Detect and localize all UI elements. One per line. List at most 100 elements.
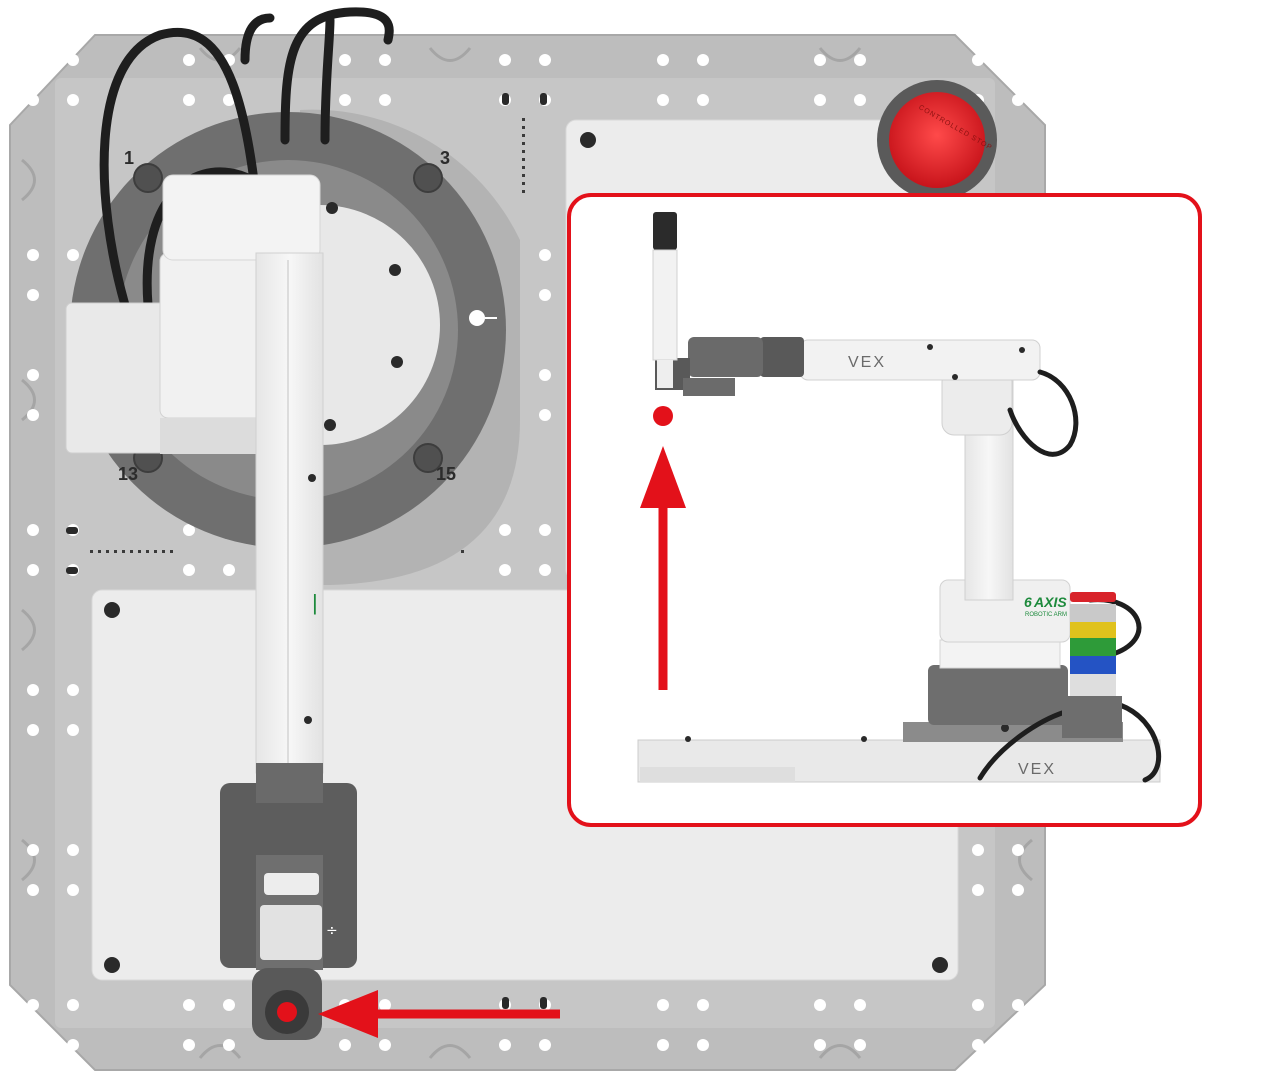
inset-badge-text: AXIS: [1033, 594, 1067, 610]
mounting-hole: [339, 54, 351, 66]
shoulder-cap: [162, 174, 321, 261]
mounting-hole: [379, 94, 391, 106]
side-view-inset: VEX 6 AXIS ROBOTIC ARM VEX: [567, 193, 1202, 827]
tick-dot: [522, 166, 525, 169]
mounting-hole: [1012, 1039, 1024, 1051]
mounting-hole: [27, 564, 39, 576]
mounting-hole: [972, 1039, 984, 1051]
mounting-hole: [223, 999, 235, 1011]
tick-dot: [461, 550, 464, 553]
tick-dot: [522, 150, 525, 153]
mounting-hole: [1012, 844, 1024, 856]
mounting-hole: [972, 884, 984, 896]
mounting-hole: [499, 524, 511, 536]
pointer-arrow-vertical: [640, 446, 686, 690]
mounting-hole: [67, 884, 79, 896]
tick-dot: [98, 550, 101, 553]
mounting-hole: [972, 54, 984, 66]
mounting-hole: [814, 1039, 826, 1051]
mounting-holes: [27, 54, 1024, 1051]
mounting-hole: [854, 999, 866, 1011]
corner-label-3: 3: [440, 148, 450, 168]
tick-dot: [522, 134, 525, 137]
mounting-hole: [539, 54, 551, 66]
mounting-hole: [657, 1039, 669, 1051]
mounting-hole: [854, 54, 866, 66]
arm-accent-mark: |: [312, 590, 318, 615]
mounting-hole: [183, 94, 195, 106]
mounting-hole: [27, 94, 39, 106]
inset-base-brand: VEX: [1018, 761, 1056, 778]
mounting-hole: [183, 524, 195, 536]
mounting-hole: [814, 94, 826, 106]
tick-dot: [170, 550, 173, 553]
mounting-hole: [67, 999, 79, 1011]
mounting-hole: [67, 54, 79, 66]
mounting-hole: [697, 94, 709, 106]
tick-dot: [122, 550, 125, 553]
tick-dot: [154, 550, 157, 553]
mounting-hole: [539, 249, 551, 261]
mounting-hole: [27, 289, 39, 301]
mounting-hole: [67, 94, 79, 106]
corner-label-15: 15: [436, 464, 456, 484]
mounting-hole: [339, 94, 351, 106]
pointer-arrow-horizontal: [318, 990, 560, 1038]
mounting-hole: [183, 564, 195, 576]
inset-wrist: [655, 337, 804, 396]
inset-badge-number: 6: [1024, 594, 1032, 610]
mounting-hole: [67, 1039, 79, 1051]
mounting-hole: [1012, 999, 1024, 1011]
tick-dot: [106, 550, 109, 553]
mounting-hole: [1012, 94, 1024, 106]
upper-arm-link: [255, 252, 324, 774]
mounting-hole: [657, 94, 669, 106]
mounting-hole: [223, 564, 235, 576]
mounting-hole: [539, 289, 551, 301]
mounting-hole: [67, 844, 79, 856]
mounting-hole: [539, 524, 551, 536]
tick-dot: [90, 550, 93, 553]
corner-label-13: 13: [118, 464, 138, 484]
mounting-hole: [657, 54, 669, 66]
mounting-hole: [814, 999, 826, 1011]
mounting-hole: [972, 999, 984, 1011]
tick-dot: [522, 126, 525, 129]
tick-dot: [162, 550, 165, 553]
mounting-hole: [183, 54, 195, 66]
emergency-stop-button: CONTROLLED STOP: [877, 80, 997, 200]
mounting-hole: [697, 54, 709, 66]
inset-badge-subtext: ROBOTIC ARM: [1025, 612, 1067, 618]
tick-dot: [522, 118, 525, 121]
mounting-hole: [67, 684, 79, 696]
tick-dot: [522, 174, 525, 177]
mounting-hole: [27, 249, 39, 261]
gripper-symbol-icon: ÷: [326, 923, 338, 939]
mounting-hole: [499, 54, 511, 66]
inset-tool-tip-marker: [653, 406, 673, 426]
end-effector: [252, 968, 322, 1040]
mounting-hole: [657, 999, 669, 1011]
mounting-hole: [27, 844, 39, 856]
mounting-hole: [27, 684, 39, 696]
mounting-hole: [27, 1039, 39, 1051]
mounting-hole: [379, 999, 391, 1011]
mounting-hole: [379, 54, 391, 66]
tool-tip-marker: [277, 1002, 297, 1022]
mounting-hole: [379, 1039, 391, 1051]
tick-dot: [130, 550, 133, 553]
mounting-hole: [67, 724, 79, 736]
mounting-hole: [539, 1039, 551, 1051]
tick-dot: [114, 550, 117, 553]
inset-arm-brand: VEX: [848, 354, 886, 371]
inset-robot-base: [928, 665, 1068, 725]
mounting-hole: [1012, 884, 1024, 896]
y-axis-indicator-icon: [469, 310, 497, 326]
mounting-hole: [339, 1039, 351, 1051]
plate-screws: [104, 132, 948, 973]
inset-stack-light: [1062, 592, 1122, 738]
mounting-hole: [1012, 54, 1024, 66]
inset-horizontal-arm: [799, 339, 1041, 381]
mounting-hole: [27, 54, 39, 66]
